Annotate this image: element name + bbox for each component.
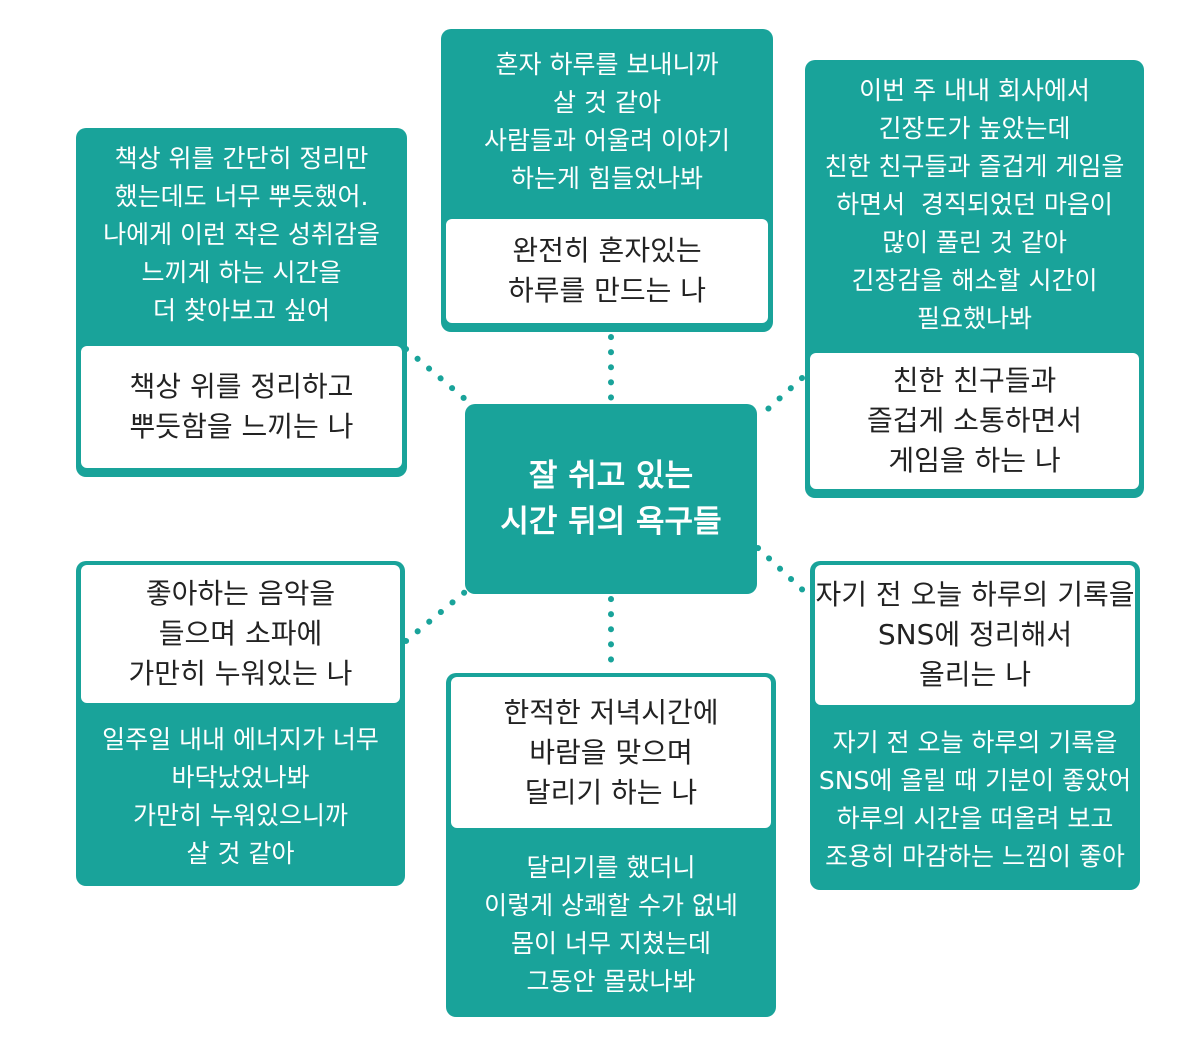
text-line: 더 찾아보고 싶어 bbox=[153, 296, 330, 325]
text-line: 뿌듯함을 느끼는 나 bbox=[129, 410, 354, 443]
text-line: 느끼게 하는 시간을 bbox=[141, 258, 342, 287]
center-title-line: 시간 뒤의 욕구들 bbox=[500, 504, 722, 540]
node-top-right-reason: 이번 주 내내 회사에서 긴장도가 높았는데 친한 친구들과 즐겁게 게임을 하… bbox=[805, 60, 1144, 349]
node-top-left-reason: 책상 위를 간단히 정리만 했는데도 너무 뿌듯했어. 나에게 이런 작은 성취… bbox=[76, 128, 407, 342]
node-bottom-left-reason: 일주일 내내 에너지가 너무 바닥났었나봐 가만히 누워있으니까 살 것 같아 bbox=[76, 707, 405, 886]
node-bottom: 한적한 저녁시간에 바람을 맞으며 달리기 하는 나 달리기를 했더니 이렇게 … bbox=[446, 673, 776, 1017]
node-top-activity: 완전히 혼자있는 하루를 만드는 나 bbox=[446, 219, 768, 323]
text-line: 한적한 저녁시간에 bbox=[503, 695, 719, 729]
text-line: 책상 위를 간단히 정리만 bbox=[114, 144, 369, 173]
text-line: 살 것 같아 bbox=[553, 88, 661, 117]
text-line: 자기 전 오늘 하루의 기록을 bbox=[832, 727, 1118, 757]
text-line: 바람을 맞으며 bbox=[529, 735, 693, 769]
text-line: SNS에 정리해서 bbox=[877, 618, 1073, 651]
text-line: 했는데도 너무 뿌듯했어. bbox=[114, 182, 369, 211]
text-line: 이렇게 상쾌할 수가 없네 bbox=[484, 890, 738, 920]
connector-bottom-left bbox=[403, 589, 468, 644]
node-top-left: 책상 위를 간단히 정리만 했는데도 너무 뿌듯했어. 나에게 이런 작은 성취… bbox=[76, 128, 407, 477]
text-line: 가만히 누워있는 나 bbox=[128, 657, 353, 690]
text-line: 하루의 시간을 떠올려 보고 bbox=[836, 803, 1114, 833]
node-top-left-activity: 책상 위를 정리하고 뿌듯함을 느끼는 나 bbox=[81, 346, 402, 468]
center-title-line: 잘 쉬고 있는 bbox=[528, 458, 694, 494]
text-line: 조용히 마감하는 느낌이 좋아 bbox=[825, 841, 1125, 871]
text-line: 많이 풀린 것 같아 bbox=[882, 227, 1067, 257]
text-line: 나에게 이런 작은 성취감을 bbox=[103, 220, 380, 249]
node-bottom-activity: 한적한 저녁시간에 바람을 맞으며 달리기 하는 나 bbox=[451, 677, 771, 828]
text-line: 게임을 하는 나 bbox=[888, 444, 1061, 477]
text-line: 친한 친구들과 즐겁게 게임을 bbox=[824, 151, 1125, 181]
text-line: 하루를 만드는 나 bbox=[507, 274, 707, 307]
text-line: 즐겁게 소통하면서 bbox=[867, 404, 1082, 437]
text-line: 그동안 몰랐나봐 bbox=[526, 966, 696, 996]
node-top-reason: 혼자 하루를 보내니까 살 것 같아 사람들과 어울려 이야기 하는게 힘들었나… bbox=[441, 29, 773, 215]
text-line: 살 것 같아 bbox=[186, 838, 295, 868]
text-line: 책상 위를 정리하고 bbox=[129, 370, 354, 403]
text-line: 혼자 하루를 보내니까 bbox=[495, 50, 719, 79]
node-bottom-right: 자기 전 오늘 하루의 기록을 SNS에 정리해서 올리는 나 자기 전 오늘 … bbox=[810, 561, 1140, 890]
node-top: 혼자 하루를 보내니까 살 것 같아 사람들과 어울려 이야기 하는게 힘들었나… bbox=[441, 29, 773, 332]
text-line: 들으며 소파에 bbox=[158, 617, 323, 650]
text-line: 친한 친구들과 bbox=[892, 364, 1057, 397]
connector-top-right bbox=[755, 375, 805, 421]
text-line: SNS에 올릴 때 기분이 좋았어 bbox=[818, 765, 1132, 795]
text-line: 긴장감을 해소할 시간이 bbox=[851, 265, 1098, 295]
text-line: 몸이 너무 지쳤는데 bbox=[511, 928, 711, 958]
connector-bottom-right bbox=[755, 545, 811, 598]
text-line: 올리는 나 bbox=[919, 658, 1031, 691]
node-bottom-left-activity: 좋아하는 음악을 들으며 소파에 가만히 누워있는 나 bbox=[81, 565, 400, 703]
text-line: 필요했나봐 bbox=[916, 303, 1032, 333]
node-top-right-activity: 친한 친구들과 즐겁게 소통하면서 게임을 하는 나 bbox=[810, 353, 1139, 489]
text-line: 달리기를 했더니 bbox=[526, 852, 696, 882]
text-line: 완전히 혼자있는 bbox=[512, 234, 702, 267]
text-line: 긴장도가 높았는데 bbox=[878, 113, 1071, 143]
node-top-right: 이번 주 내내 회사에서 긴장도가 높았는데 친한 친구들과 즐겁게 게임을 하… bbox=[805, 60, 1144, 498]
text-line: 자기 전 오늘 하루의 기록을 bbox=[815, 578, 1135, 611]
text-line: 바닥났었나봐 bbox=[171, 762, 310, 792]
text-line: 하면서 경직되었던 마음이 bbox=[836, 189, 1113, 219]
text-line: 가만히 누워있으니까 bbox=[133, 800, 348, 830]
text-line: 이번 주 내내 회사에서 bbox=[859, 75, 1090, 105]
text-line: 일주일 내내 에너지가 너무 bbox=[102, 724, 379, 754]
node-bottom-right-reason: 자기 전 오늘 하루의 기록을 SNS에 올릴 때 기분이 좋았어 하루의 시간… bbox=[810, 709, 1140, 890]
node-bottom-right-activity: 자기 전 오늘 하루의 기록을 SNS에 정리해서 올리는 나 bbox=[815, 565, 1135, 705]
text-line: 사람들과 어울려 이야기 bbox=[484, 126, 730, 155]
text-line: 하는게 힘들었나봐 bbox=[511, 164, 703, 193]
text-line: 좋아하는 음악을 bbox=[145, 577, 336, 610]
node-bottom-reason: 달리기를 했더니 이렇게 상쾌할 수가 없네 몸이 너무 지쳤는데 그동안 몰랐… bbox=[446, 832, 776, 1017]
text-line: 달리기 하는 나 bbox=[524, 775, 698, 809]
center-node: 잘 쉬고 있는 시간 뒤의 욕구들 bbox=[465, 404, 757, 594]
connector-top-left bbox=[403, 346, 475, 408]
node-bottom-left: 좋아하는 음악을 들으며 소파에 가만히 누워있는 나 일주일 내내 에너지가 … bbox=[76, 561, 405, 886]
